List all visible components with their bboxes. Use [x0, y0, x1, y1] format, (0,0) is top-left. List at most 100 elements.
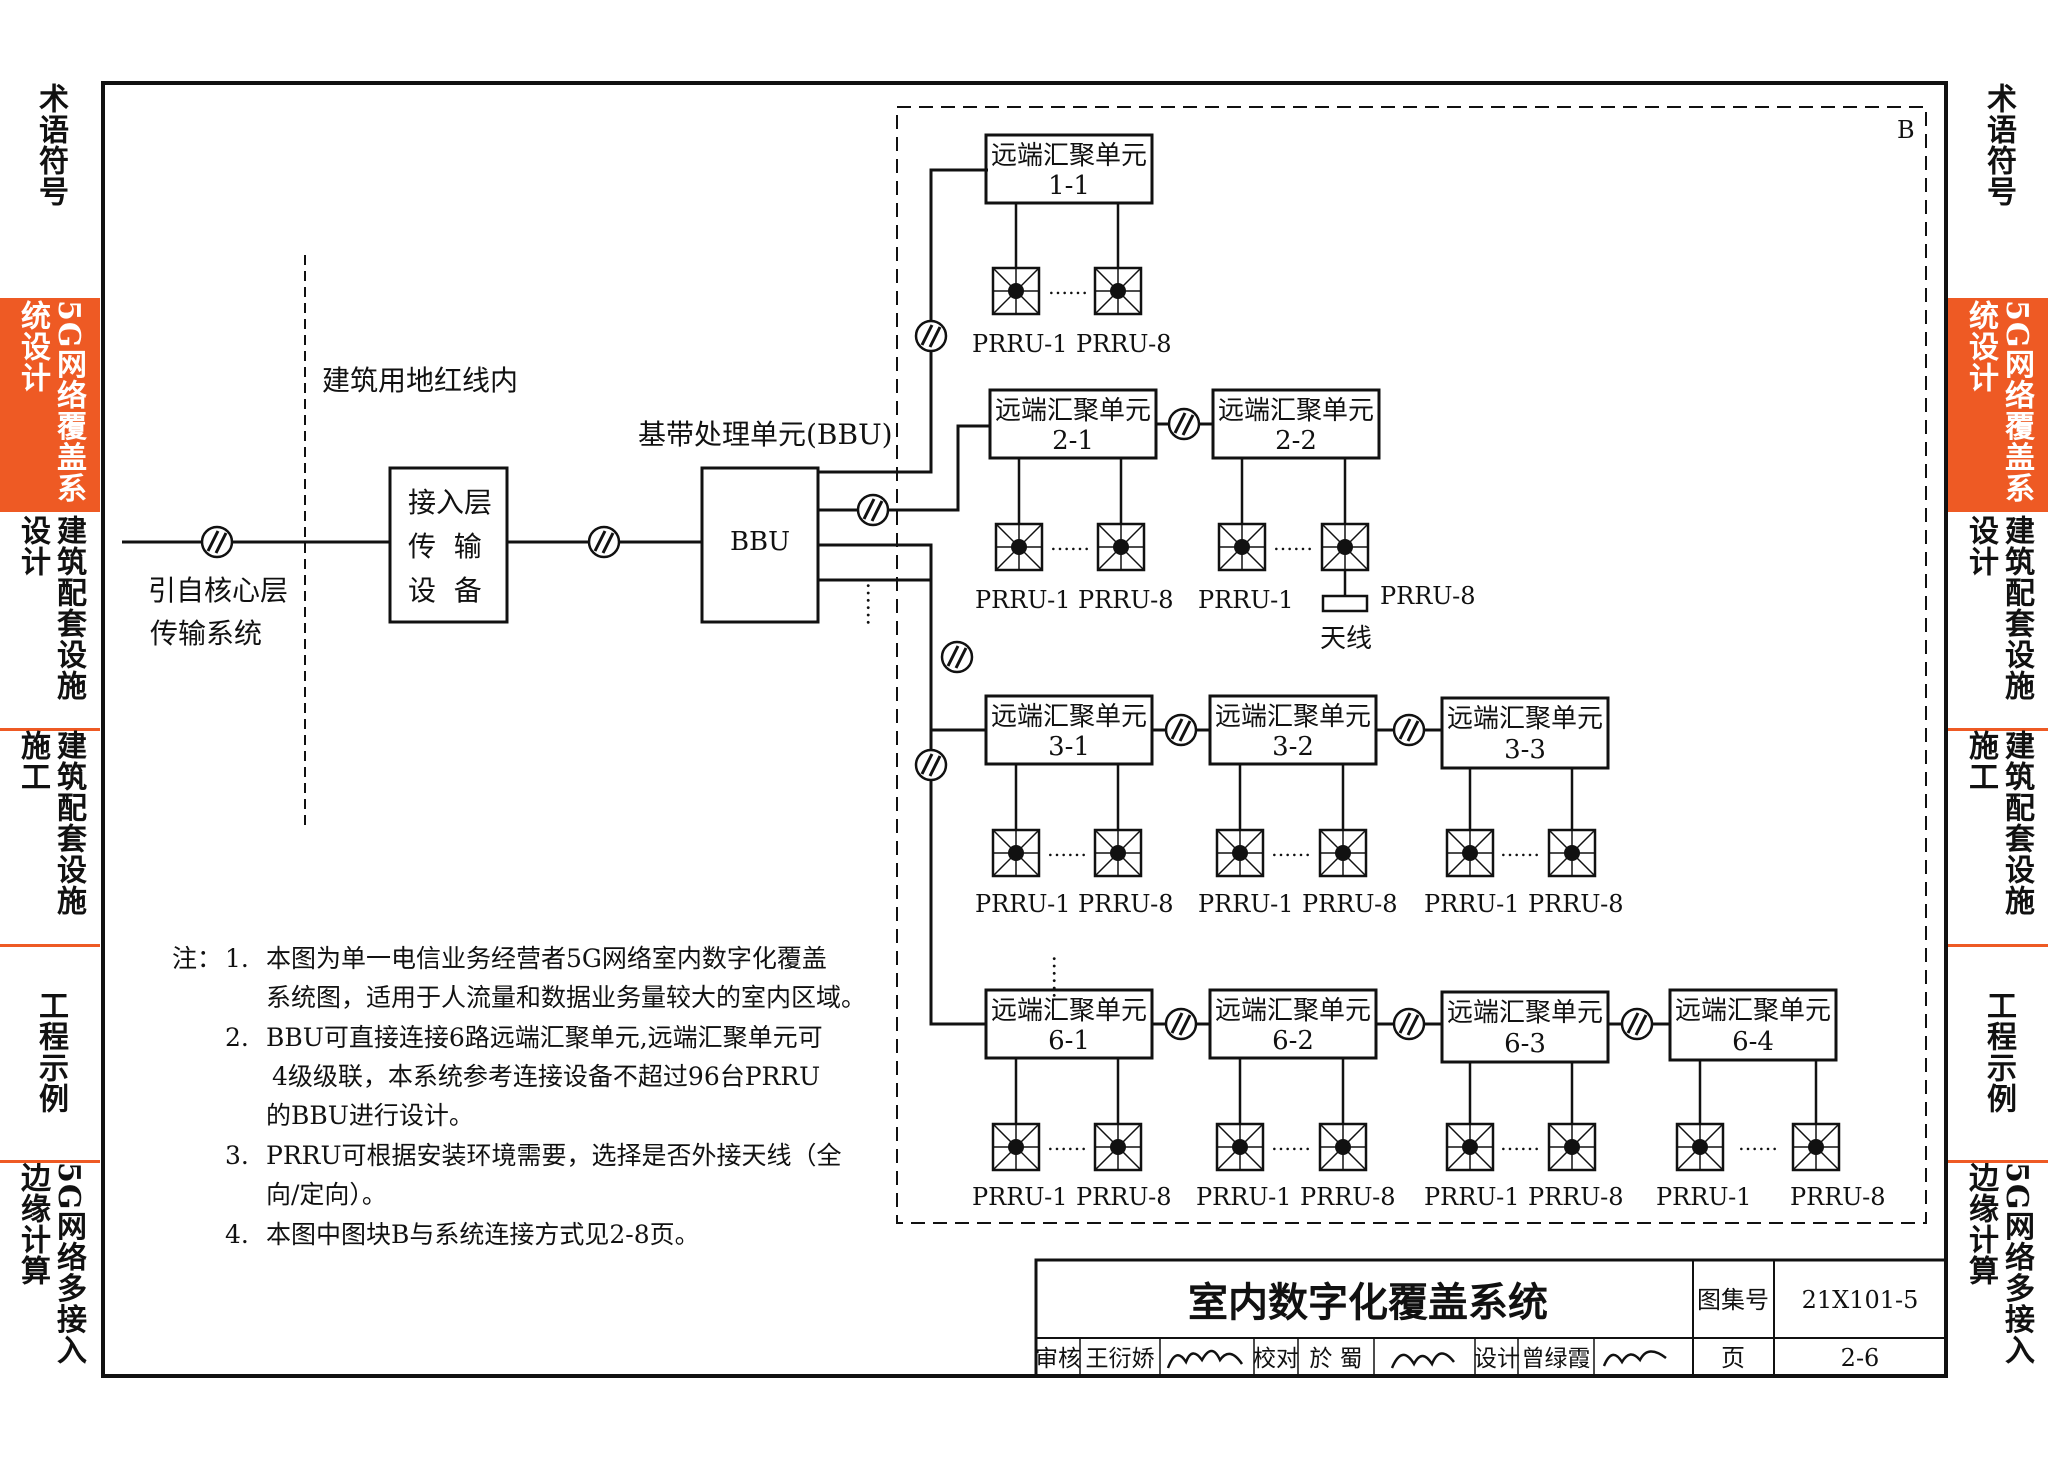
prru-icon: [1675, 1122, 1725, 1172]
prru-8-label: PRRU-8: [1300, 1183, 1395, 1211]
side-tab-label: 5G网络覆盖系统设计: [15, 300, 86, 504]
prru-icon: [1445, 828, 1495, 878]
prru-8-label: PRRU-8: [1076, 1183, 1171, 1211]
fiber-icon: [1164, 1007, 1198, 1041]
prru-8-label: PRRU-8: [1302, 890, 1397, 918]
checker-name: 於 蜀: [1309, 1346, 1362, 1372]
rhub-number: 6-3: [1504, 1029, 1546, 1059]
prru-8-label: PRRU-8: [1078, 586, 1173, 614]
tab-divider: [1948, 298, 2048, 301]
atlas-label: 图集号: [1697, 1286, 1769, 1314]
bbu-label: BBU: [730, 527, 790, 557]
rhub-label: 远端汇聚单元: [991, 141, 1147, 171]
fiber-icon: [856, 493, 890, 527]
side-tab-mec[interactable]: 5G网络多接入边缘计算: [0, 1162, 100, 1374]
note-line: 向/定向）。: [266, 1180, 387, 1209]
chain-dots: ……: [1047, 955, 1072, 999]
note-line: 4级级联，本系统参考连接设备不超过96台PRRU: [272, 1062, 820, 1091]
dots: ……: [1738, 1131, 1778, 1155]
fiber-icon: [914, 748, 948, 782]
side-tab-label: 工程示例: [1981, 990, 2016, 1114]
side-tab-terms-right[interactable]: 术语符号: [1948, 80, 2048, 210]
rhub-number: 6-1: [1048, 1026, 1090, 1056]
prru-icon: [1547, 828, 1597, 878]
dots: ……: [1047, 837, 1087, 861]
side-tab-supporting-construction[interactable]: 建筑配套设施施工: [0, 730, 100, 942]
fiber-icon: [914, 319, 948, 353]
prru-icon: [1096, 522, 1146, 572]
side-tab-label: 建筑配套设施施工: [1963, 730, 2034, 916]
prru-1-label: PRRU-1: [1424, 1183, 1519, 1211]
drawing-title: 室内数字化覆盖系统: [1188, 1279, 1548, 1326]
rhub-number: 1-1: [1048, 171, 1090, 201]
prru-icon: [1791, 1122, 1841, 1172]
prru-icon: [1093, 1122, 1143, 1172]
side-tab-label: 5G网络多接入边缘计算: [1963, 1162, 2034, 1366]
side-tab-label: 工程示例: [33, 990, 68, 1114]
tab-divider: [1948, 944, 2048, 947]
prru-icon: [1215, 1122, 1265, 1172]
note-line: 的BBU进行设计。: [266, 1101, 474, 1130]
link-3: [818, 543, 986, 732]
bbu-title: 基带处理单元(BBU): [638, 418, 893, 451]
side-tab-examples-right[interactable]: 工程示例: [1948, 946, 2048, 1158]
prru-8-label: PRRU-8: [1528, 1183, 1623, 1211]
antenna-label: 天线: [1320, 624, 1372, 654]
side-tab-supporting-construction-right[interactable]: 建筑配套设施施工: [1948, 730, 2048, 942]
rhub-label: 远端汇聚单元: [1675, 996, 1831, 1026]
side-tab-supporting-design-right[interactable]: 建筑配套设施设计: [1948, 515, 2048, 727]
side-tab-terms[interactable]: 术语符号: [0, 80, 100, 210]
note-number: 4.: [225, 1220, 249, 1249]
rhub-label: 远端汇聚单元: [1218, 396, 1374, 426]
link-6: [818, 578, 986, 1026]
prru-8-label: PRRU-8: [1078, 890, 1173, 918]
prru-icon: [1093, 828, 1143, 878]
rhub-label: 远端汇聚单元: [991, 702, 1147, 732]
fiber-icon: [587, 525, 621, 559]
access-label: 接入层: [408, 486, 492, 519]
prru-icon: [1093, 266, 1143, 316]
rhub-label: 远端汇聚单元: [1215, 996, 1371, 1026]
page-number: 2-6: [1841, 1344, 1880, 1372]
bbu-dots: ……: [861, 582, 886, 626]
side-tab-label: 建筑配套设施设计: [15, 515, 86, 701]
fiber-icon: [1392, 713, 1426, 747]
drawing-frame: [101, 81, 1948, 1378]
side-tab-examples[interactable]: 工程示例: [0, 946, 100, 1158]
reviewer-name: 王衍娇: [1086, 1346, 1155, 1372]
access-label: 传 输: [408, 530, 482, 563]
side-tab-label: 建筑配套设施设计: [1963, 515, 2034, 701]
side-tab-5g-system[interactable]: 5G网络覆盖系统设计: [0, 300, 100, 512]
prru-8-label: PRRU-8: [1380, 582, 1475, 610]
side-tab-label: 5G网络多接入边缘计算: [15, 1162, 86, 1366]
fiber-icon: [1620, 1007, 1654, 1041]
prru-1-label: PRRU-1: [1424, 890, 1519, 918]
prru-1-label: PRRU-1: [1196, 1183, 1291, 1211]
prru-icon: [1445, 1122, 1495, 1172]
side-tab-5g-system-right[interactable]: 5G网络覆盖系统设计: [1948, 300, 2048, 512]
dots: ……: [1050, 531, 1090, 555]
note-line: 系统图，适用于人流量和数据业务量较大的室内区域。: [266, 983, 866, 1012]
block-b-label: B: [1897, 116, 1915, 144]
side-tab-supporting-design[interactable]: 建筑配套设施设计: [0, 515, 100, 727]
review-label: 审核: [1035, 1346, 1081, 1372]
prru-icon: [994, 522, 1044, 572]
check-label: 校对: [1253, 1346, 1299, 1372]
prru-8-label: PRRU-8: [1528, 890, 1623, 918]
fiber-icon: [940, 640, 974, 674]
rhub-3-3: [1440, 696, 1610, 770]
tab-divider: [0, 728, 100, 731]
core-label: 传输系统: [150, 617, 262, 650]
rhub-label: 远端汇聚单元: [1447, 998, 1603, 1028]
access-equipment-box: [388, 466, 509, 624]
side-tab-mec-right[interactable]: 5G网络多接入边缘计算: [1948, 1162, 2048, 1374]
rhub-label: 远端汇聚单元: [1447, 704, 1603, 734]
fiber-icon: [1164, 713, 1198, 747]
dots: ……: [1500, 1131, 1540, 1155]
rhub-number: 2-2: [1275, 426, 1317, 456]
prru-8-label: PRRU-8: [1076, 330, 1171, 358]
side-tab-label: 术语符号: [33, 83, 68, 207]
prru-icon: [991, 828, 1041, 878]
rhub-number: 6-2: [1272, 1026, 1314, 1056]
